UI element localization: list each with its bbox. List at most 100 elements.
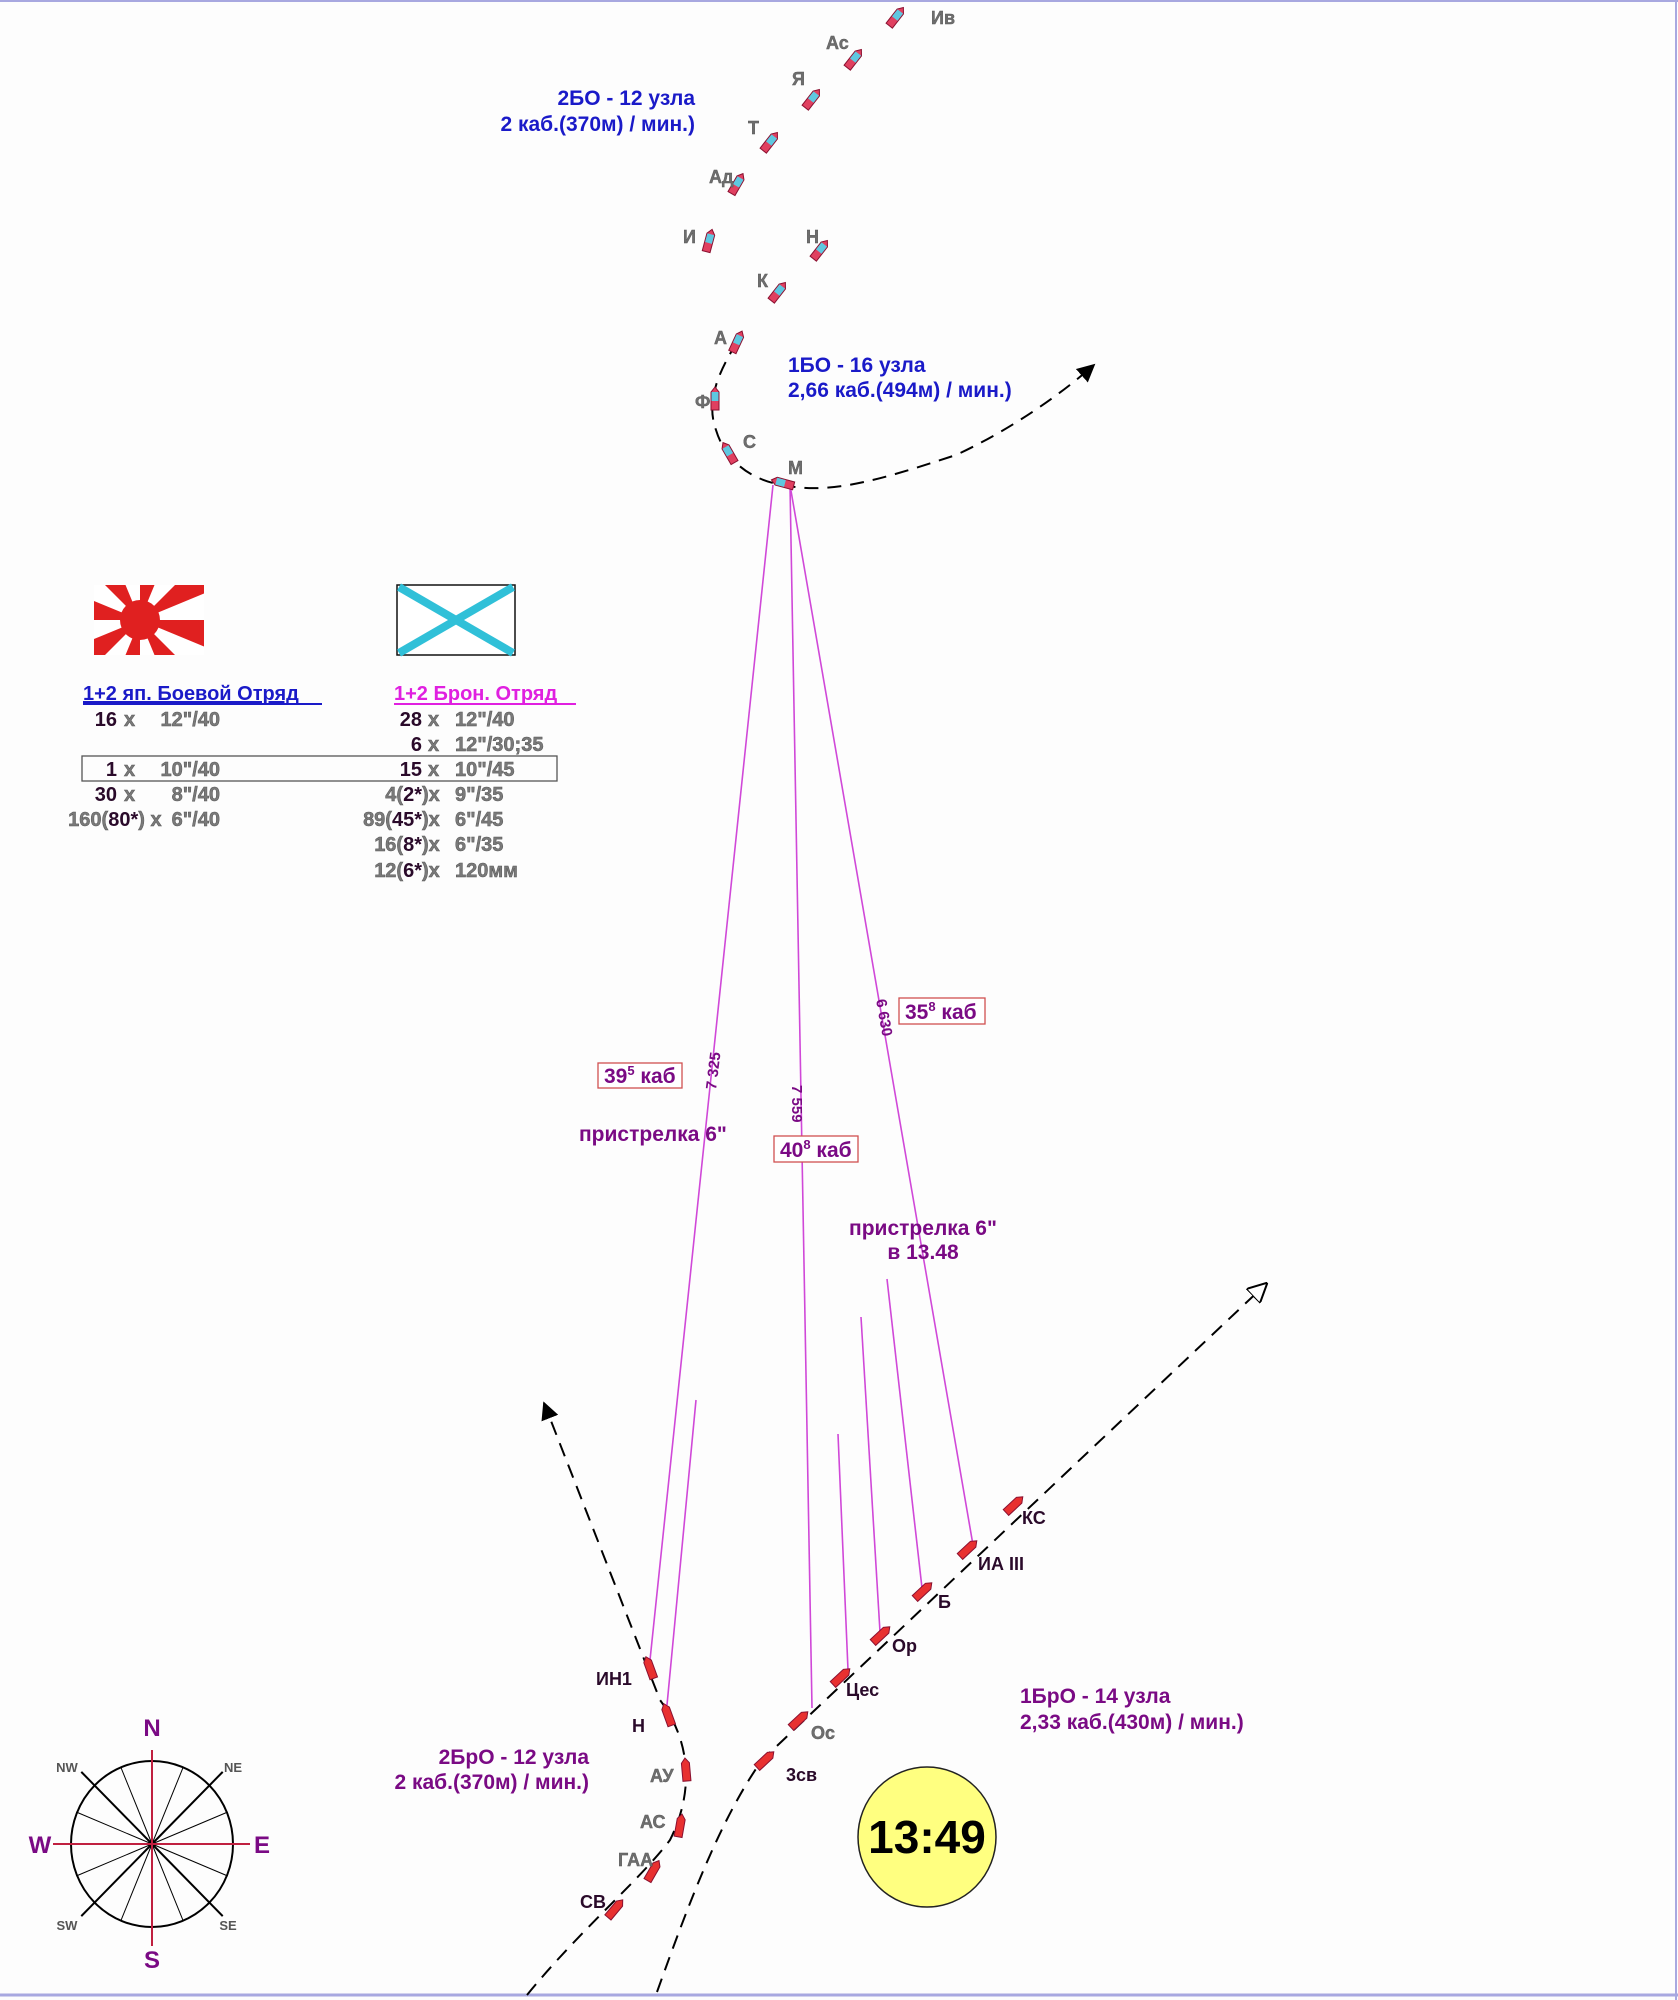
- russian-ship[interactable]: [673, 1813, 686, 1839]
- japan-gun-count: 16: [95, 709, 117, 731]
- russian-ship-label: Б: [938, 1592, 951, 1612]
- compass-spoke: [76, 1843, 153, 1877]
- japanese-ship-label: Ад: [709, 167, 734, 187]
- japanese-1-track: [711, 341, 1096, 490]
- japanese-ship-label: С: [743, 432, 756, 452]
- russia-gun-x: )x: [422, 784, 440, 806]
- russia-gun-x: )x: [422, 860, 440, 882]
- japan-gun-count: 30: [95, 784, 117, 806]
- russian-ship[interactable]: [829, 1666, 852, 1689]
- russian-ship[interactable]: [956, 1538, 979, 1561]
- range-line-3: [789, 484, 974, 1546]
- japanese-ship-label: К: [757, 271, 769, 291]
- russia-gun-caliber: 10"/45: [455, 759, 515, 781]
- japanese-ship[interactable]: [770, 476, 796, 491]
- russia-gun-x: )x: [422, 834, 440, 856]
- russian-ship[interactable]: [787, 1709, 810, 1732]
- flag-ray: [140, 620, 175, 655]
- compass-nw: NW: [56, 1760, 78, 1775]
- russian-ship[interactable]: [869, 1624, 892, 1647]
- japanese-ship[interactable]: [701, 228, 716, 254]
- russia-gun-count: 4(2*: [385, 784, 422, 806]
- japanese-ship[interactable]: [801, 87, 822, 111]
- range-value-2: 7 559: [788, 1085, 805, 1123]
- compass-sw: SW: [57, 1918, 79, 1933]
- ranging-note-2: пристрелка 6": [849, 1217, 997, 1240]
- svg-text:358 каб: 358 каб: [905, 999, 977, 1024]
- russian-ship[interactable]: [1002, 1494, 1025, 1517]
- japanese-ship[interactable]: [710, 386, 720, 411]
- russia-gun-x: )x: [422, 809, 440, 831]
- compass-rose: N S W E NW NE SW SE: [29, 1715, 270, 1974]
- russia-gun-caliber: 12"/40: [455, 709, 515, 731]
- japan-gun-caliber: 12"/40: [160, 709, 220, 731]
- japanese-ship-label: Н: [806, 227, 819, 247]
- russian-ship[interactable]: [643, 1859, 662, 1884]
- russia-gun-caliber: 9"/35: [455, 784, 503, 806]
- jp-1bo-speed: 1БО - 16 узла: [788, 354, 926, 377]
- russian-ship[interactable]: [911, 1580, 934, 1603]
- compass-spoke: [151, 1843, 228, 1877]
- russian-ship-label: ГАА: [618, 1850, 653, 1870]
- svg-text:395 каб: 395 каб: [604, 1063, 676, 1088]
- japanese-ship[interactable]: [885, 5, 906, 29]
- compass-s: S: [144, 1947, 160, 1974]
- russia-gun-caliber: 6"/35: [455, 834, 503, 856]
- range-box-1: 395 каб: [597, 1062, 683, 1089]
- compass-spoke: [120, 1766, 153, 1845]
- compass-spoke: [80, 1843, 153, 1917]
- japan-gun-x: x: [124, 759, 135, 781]
- ru-2bro-speed: 2БрО - 12 узла: [439, 1746, 590, 1769]
- jp-1bo-rate: 2,66 каб.(494м) / мин.): [788, 379, 1012, 402]
- japanese-ship-label: Т: [748, 118, 759, 138]
- russia-gun-count: 12(6*: [374, 860, 422, 882]
- ru-2bro-rate: 2 каб.(370м) / мин.): [394, 1771, 589, 1794]
- japanese-naval-flag: [94, 585, 204, 655]
- japanese-ship[interactable]: [759, 130, 780, 154]
- russia-gun-caliber: 120мм: [455, 860, 518, 882]
- japan-legend-header: 1+2 яп. Боевой Отряд: [83, 683, 299, 705]
- russian-ship[interactable]: [660, 1702, 677, 1728]
- russia-gun-count: 15: [400, 759, 422, 781]
- russian-ship-label: Н: [632, 1716, 645, 1736]
- russian-ship[interactable]: [604, 1897, 626, 1921]
- range-line-4: [666, 1399, 697, 1706]
- range-line-1: [649, 484, 774, 1661]
- russian-1-track: [656, 1284, 1266, 1993]
- russian-ship-label: Цес: [846, 1680, 879, 1700]
- compass-spoke: [151, 1843, 224, 1917]
- range-value-3: 6 630: [872, 998, 895, 1038]
- russian-ship[interactable]: [680, 1757, 692, 1782]
- japanese-ship[interactable]: [728, 329, 746, 355]
- japanese-ship[interactable]: [843, 47, 864, 71]
- japanese-ship-label: Ас: [826, 33, 849, 53]
- compass-se: SE: [219, 1918, 237, 1933]
- russian-ship-label: Ос: [811, 1723, 835, 1743]
- japanese-ship[interactable]: [809, 238, 830, 262]
- ru-1bro-speed: 1БрО - 14 узла: [1020, 1685, 1171, 1708]
- russian-ship[interactable]: [642, 1655, 659, 1681]
- st-andrew-flag: [396, 583, 516, 657]
- japanese-ship-label: М: [788, 458, 803, 478]
- russian-ship[interactable]: [753, 1749, 776, 1772]
- japanese-ship[interactable]: [767, 280, 788, 304]
- range-value-1: 7 325: [703, 1051, 724, 1090]
- range-box-3: 358 каб: [898, 997, 986, 1025]
- russian-2-track: [526, 1401, 687, 1996]
- japanese-ship[interactable]: [727, 172, 746, 197]
- compass-n: N: [143, 1715, 160, 1742]
- compass-spoke: [151, 1766, 184, 1845]
- japan-gun-x: x: [124, 784, 135, 806]
- jp-2bo-rate: 2 каб.(370м) / мин.): [500, 113, 695, 136]
- russia-gun-x: x: [428, 759, 439, 781]
- compass-spoke: [151, 1771, 224, 1845]
- japanese-ship-label: И: [683, 227, 696, 247]
- time-label: 13:49: [868, 1811, 986, 1863]
- ranging-note-2-time: в 13.48: [887, 1241, 959, 1264]
- russia-gun-count: 89(45*: [363, 809, 422, 831]
- time-badge: 13:49: [857, 1766, 997, 1908]
- japanese-ship[interactable]: [720, 441, 739, 466]
- russia-gun-caliber: 12"/30;35: [455, 734, 543, 756]
